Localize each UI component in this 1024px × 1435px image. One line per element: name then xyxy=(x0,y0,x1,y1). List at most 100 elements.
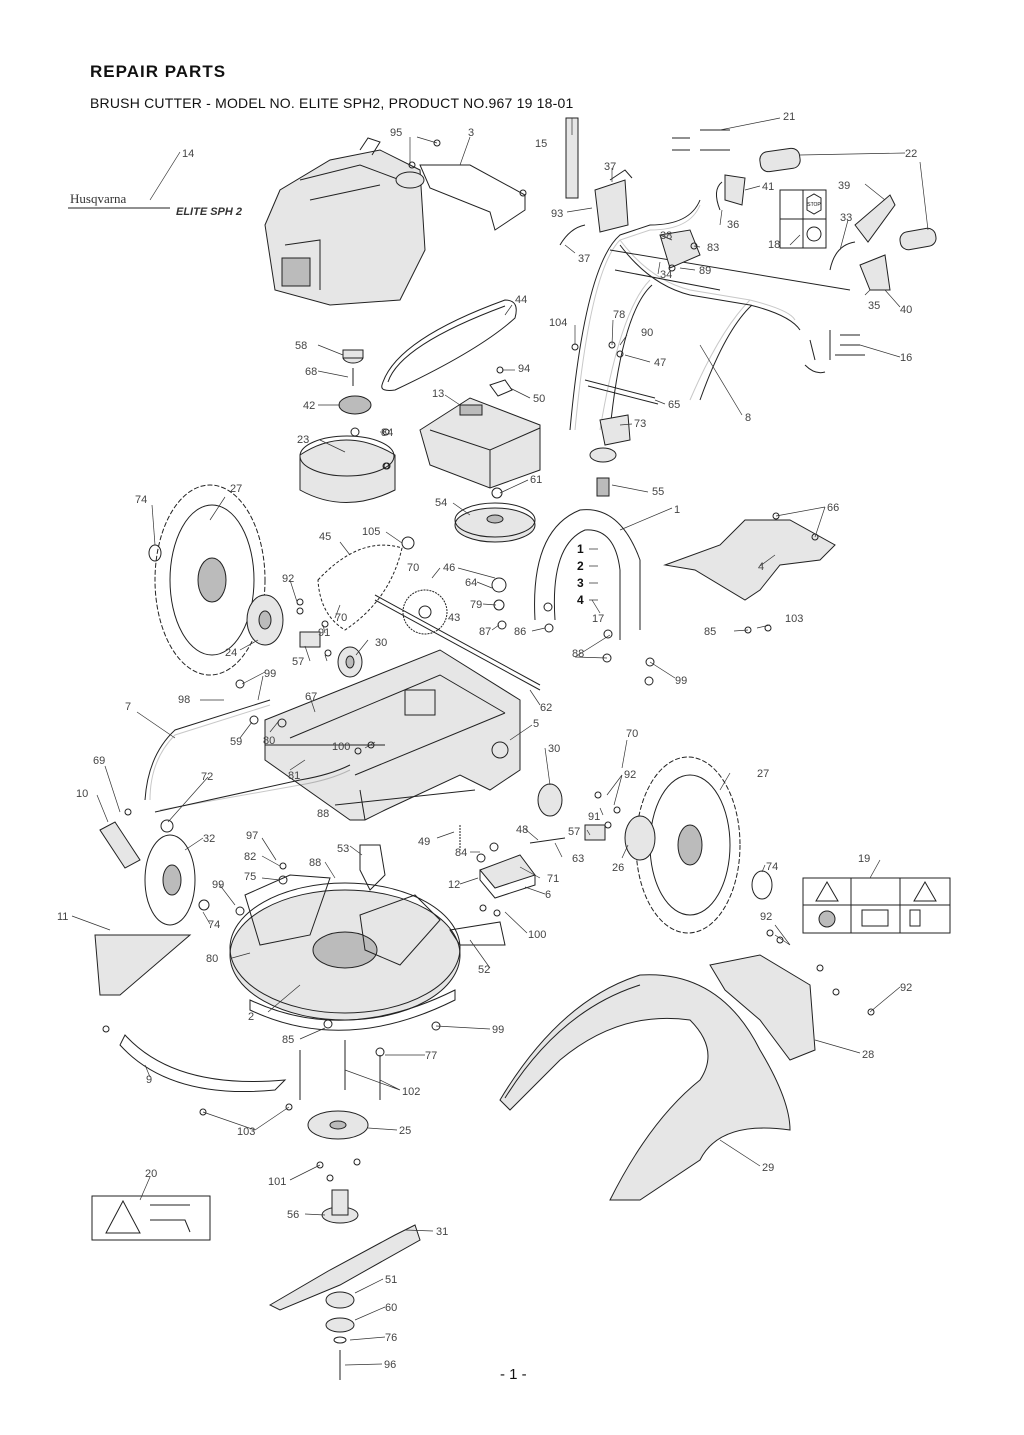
callout-67: 67 xyxy=(305,691,317,703)
callout-74b: 74 xyxy=(766,861,778,873)
callout-10: 10 xyxy=(76,788,88,800)
callout-30: 30 xyxy=(375,637,387,649)
callout-40: 40 xyxy=(900,304,912,316)
callout-59: 59 xyxy=(230,736,242,748)
page-title: REPAIR PARTS xyxy=(90,62,227,81)
callout-73: 73 xyxy=(634,418,646,430)
callout-93: 93 xyxy=(551,208,563,220)
callout-54: 54 xyxy=(435,497,447,509)
callout-74c: 74 xyxy=(208,919,220,931)
callout-52: 52 xyxy=(478,964,490,976)
callout-85: 85 xyxy=(704,626,716,638)
callout-numbers: 14 95 3 15 21 22 37 41 39 93 33 36 38 83… xyxy=(57,111,917,1371)
callout-19: 19 xyxy=(858,853,870,865)
callout-33: 33 xyxy=(840,212,852,224)
kit-label-2: 2 xyxy=(577,559,584,573)
callout-86: 86 xyxy=(514,626,526,638)
callout-22: 22 xyxy=(905,148,917,160)
callout-90: 90 xyxy=(641,327,653,339)
callout-88: 88 xyxy=(572,648,584,660)
gearbox xyxy=(419,397,541,489)
lower-brace xyxy=(663,519,836,601)
front-wheel xyxy=(144,834,196,926)
callout-95: 95 xyxy=(390,127,402,139)
fasteners xyxy=(102,139,875,1182)
callout-28: 28 xyxy=(862,1049,874,1061)
callout-100b: 100 xyxy=(528,929,546,941)
left-rear-wheel xyxy=(154,484,266,676)
callout-99: 99 xyxy=(264,668,276,680)
callout-55: 55 xyxy=(652,486,664,498)
callout-64: 64 xyxy=(465,577,477,589)
chassis-frame xyxy=(264,649,521,821)
callout-1: 1 xyxy=(674,504,680,516)
callout-58: 58 xyxy=(295,340,307,352)
callout-37: 37 xyxy=(604,161,616,173)
callout-103: 103 xyxy=(785,613,803,625)
callout-80b: 80 xyxy=(206,953,218,965)
callout-38: 38 xyxy=(660,230,672,242)
deck-bracket xyxy=(479,854,536,889)
right-grip xyxy=(899,227,937,251)
callout-37b: 37 xyxy=(578,253,590,265)
callout-92d: 92 xyxy=(900,982,912,994)
warning-decal-20 xyxy=(91,1195,211,1241)
drive-chain xyxy=(317,544,403,631)
page-number: - 1 - xyxy=(500,1366,527,1383)
callout-27: 27 xyxy=(230,483,242,495)
callout-102: 102 xyxy=(402,1086,420,1098)
callout-49: 49 xyxy=(418,836,430,848)
callout-50: 50 xyxy=(533,393,545,405)
callout-78: 78 xyxy=(613,309,625,321)
callout-29: 29 xyxy=(762,1162,774,1174)
callout-18: 18 xyxy=(768,239,780,251)
callout-101: 101 xyxy=(268,1176,286,1188)
callout-45: 45 xyxy=(319,531,331,543)
callout-4: 4 xyxy=(758,561,764,573)
callout-96: 96 xyxy=(384,1359,396,1371)
callout-85b: 85 xyxy=(282,1034,294,1046)
callout-57b: 57 xyxy=(568,826,580,838)
callout-92: 92 xyxy=(282,573,294,585)
cutting-blade xyxy=(268,1224,421,1311)
cutting-deck xyxy=(229,874,461,1031)
callout-82: 82 xyxy=(244,851,256,863)
callout-99d: 99 xyxy=(492,1024,504,1036)
stop-sign-text: STOP xyxy=(807,202,821,208)
callout-51: 51 xyxy=(385,1274,397,1286)
callout-79: 79 xyxy=(470,599,482,611)
safety-decal-19 xyxy=(802,877,951,934)
callout-30b: 30 xyxy=(548,743,560,755)
decal-brand-text: Husqvarna xyxy=(70,191,127,206)
kit-label-4: 4 xyxy=(577,593,584,607)
engine xyxy=(264,137,426,306)
callout-31: 31 xyxy=(436,1226,448,1238)
callout-23: 23 xyxy=(297,434,309,446)
callout-36: 36 xyxy=(727,219,739,231)
callout-46: 46 xyxy=(443,562,455,574)
handle-u-bar xyxy=(534,509,641,640)
callout-98: 98 xyxy=(178,694,190,706)
callout-62: 62 xyxy=(540,702,552,714)
callout-74: 74 xyxy=(135,494,147,506)
callout-99c: 99 xyxy=(212,879,224,891)
callout-7: 7 xyxy=(125,701,131,713)
callout-11: 11 xyxy=(57,911,68,923)
callout-5: 5 xyxy=(533,718,539,730)
big-pulley xyxy=(454,507,536,543)
callout-leaders xyxy=(71,117,929,1366)
callout-26: 26 xyxy=(612,862,624,874)
front-handle-bar xyxy=(149,704,351,811)
callout-105: 105 xyxy=(362,526,380,538)
kit-legend: 1 2 3 4 xyxy=(577,542,598,607)
callout-27b: 27 xyxy=(757,768,769,780)
decal-model-text: ELITE SPH 2 xyxy=(176,206,242,218)
callout-88b: 88 xyxy=(317,808,329,820)
callout-57: 57 xyxy=(292,656,304,668)
callout-21: 21 xyxy=(783,111,795,123)
callout-25: 25 xyxy=(399,1125,411,1137)
callout-44: 44 xyxy=(515,294,527,306)
callout-35: 35 xyxy=(868,300,880,312)
callout-8: 8 xyxy=(745,412,751,424)
